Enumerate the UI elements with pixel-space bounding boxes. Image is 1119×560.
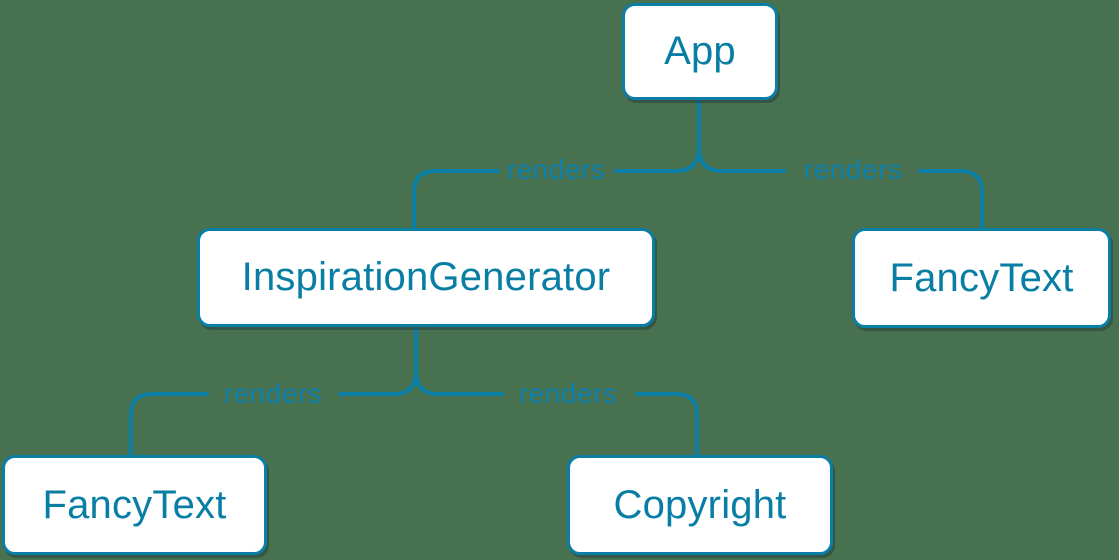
node-fancy-text-right: FancyText — [852, 228, 1111, 328]
node-app: App — [622, 3, 778, 100]
edge-app-right-flare — [697, 145, 786, 173]
node-inspiration-generator-label: InspirationGenerator — [241, 255, 611, 299]
node-inspiration-generator: InspirationGenerator — [197, 228, 655, 327]
edge-to-fancy-text-left — [129, 392, 209, 456]
node-fancy-text-left: FancyText — [2, 455, 267, 555]
node-copyright-label: Copyright — [613, 482, 787, 527]
edge-label-inspiration-copyright: renders — [518, 378, 618, 409]
edge-inspiration-left-flare — [338, 369, 418, 396]
edge-label-app-inspiration: renders — [506, 154, 606, 185]
edge-app-left-flare — [614, 145, 701, 173]
edge-to-inspiration-generator — [412, 169, 500, 229]
node-app-label: App — [664, 29, 736, 73]
edge-to-copyright — [635, 392, 699, 456]
edge-label-inspiration-fancy-text: renders — [223, 378, 323, 409]
node-fancy-text-right-label: FancyText — [889, 255, 1074, 300]
edge-inspiration-right-flare — [414, 369, 504, 396]
edge-to-fancy-text-right — [918, 169, 984, 229]
edge-label-app-fancy-text: renders — [803, 154, 903, 185]
node-copyright: Copyright — [567, 455, 833, 555]
node-fancy-text-left-label: FancyText — [42, 482, 227, 527]
